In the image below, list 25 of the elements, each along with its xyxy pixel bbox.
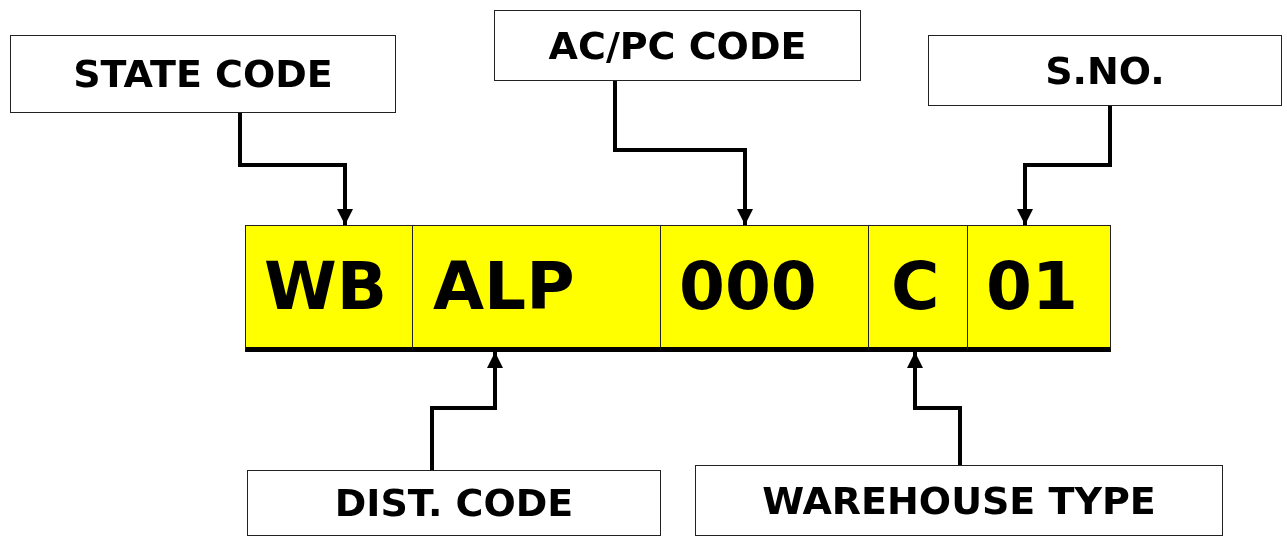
label-text: WAREHOUSE TYPE: [762, 478, 1156, 523]
label-text: DIST. CODE: [334, 481, 574, 525]
label-box: [247, 470, 661, 536]
arrow: [430, 352, 503, 470]
arrow: [907, 352, 962, 465]
label-text: S.NO.: [1045, 48, 1165, 93]
code-text: C: [891, 248, 940, 325]
code-segment: [245, 225, 413, 352]
label-box: [695, 465, 1223, 536]
code-text: WB: [264, 248, 388, 325]
code-segment: [868, 225, 968, 352]
label-box: [928, 35, 1282, 106]
label-box: [10, 35, 396, 113]
code-text: ALP: [433, 248, 575, 325]
label-text: STATE CODE: [73, 52, 333, 96]
arrow: [238, 113, 353, 225]
arrow: [1017, 106, 1112, 225]
code-text: 000: [679, 248, 817, 325]
code-segment: [412, 225, 661, 352]
label-text: AC/PC CODE: [548, 23, 807, 68]
code-text: 01: [986, 248, 1078, 325]
label-box: [494, 10, 861, 81]
code-segment: [967, 225, 1111, 352]
code-segment: [660, 225, 869, 352]
arrow: [613, 81, 753, 225]
